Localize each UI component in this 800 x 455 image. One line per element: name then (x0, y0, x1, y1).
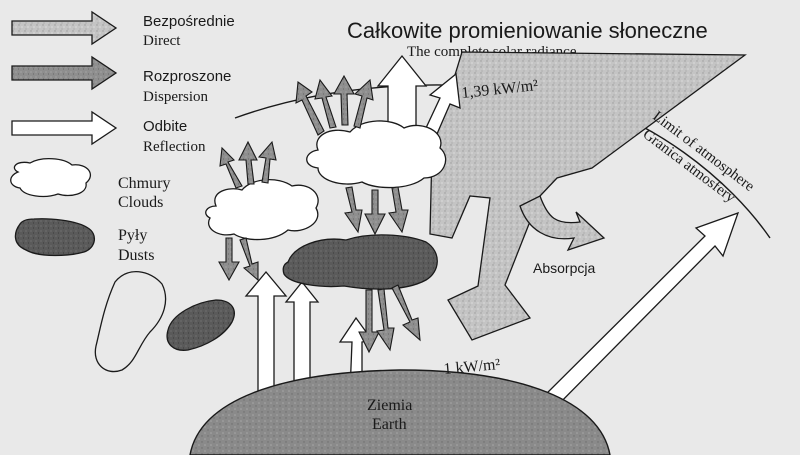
dispersion-arrow-down-2 (240, 238, 258, 280)
legend-dusts-pl: Pyły (118, 227, 147, 244)
legend: Bezpośrednie Direct Rozproszone Dispersi… (11, 12, 235, 264)
surface-flux-label: 1 kW/m² (443, 356, 501, 378)
dispersion-arrow-up-4 (354, 80, 373, 128)
page-title: Całkowite promieniowanie słoneczne (347, 18, 708, 43)
legend-clouds-pl: Chmury (118, 175, 170, 192)
cloud-icon (11, 159, 91, 197)
dispersion-arrow-up-7 (259, 142, 276, 183)
legend-dispersion-en: Dispersion (143, 89, 208, 105)
dispersion-arrow-down-1 (219, 238, 239, 280)
legend-dispersion-pl: Rozproszone (143, 68, 231, 85)
dispersion-arrow-down-5 (389, 187, 408, 232)
legend-clouds-en: Clouds (118, 194, 163, 211)
absorption-arrow (520, 196, 604, 250)
dispersion-arrow-down-7 (377, 289, 394, 350)
dispersion-arrow-up-5 (220, 148, 242, 188)
dispersion-arrow-down-8 (392, 285, 420, 340)
reflection-to-space-arrow (535, 213, 738, 415)
legend-clouds: Chmury Clouds (11, 159, 171, 211)
earth-pl-label: Ziemia (367, 397, 412, 414)
direct-arrow-icon (12, 12, 116, 44)
cloud-outline-lower-left (95, 272, 165, 372)
legend-reflection-en: Reflection (143, 139, 206, 155)
dispersion-arrow-icon (12, 57, 116, 89)
reflection-arrow-icon (12, 112, 116, 144)
cloud-left (206, 180, 318, 240)
dust-small (167, 300, 234, 350)
dispersion-arrow-down-4 (365, 190, 385, 234)
dust-icon (15, 219, 94, 256)
legend-direct: Bezpośrednie Direct (12, 12, 235, 49)
dispersion-arrow-up-3 (334, 76, 354, 125)
legend-direct-en: Direct (143, 33, 181, 49)
absorption-label: Absorpcja (533, 260, 595, 276)
legend-direct-pl: Bezpośrednie (143, 13, 235, 30)
cloud-upper (307, 121, 446, 188)
dispersion-arrow-down-3 (345, 187, 362, 232)
earth-en-label: Earth (372, 416, 407, 433)
legend-reflection: Odbite Reflection (12, 112, 206, 155)
legend-dusts-en: Dusts (118, 247, 154, 264)
legend-dusts: Pyły Dusts (15, 219, 154, 264)
legend-reflection-pl: Odbite (143, 118, 187, 135)
dispersion-arrow-up-6 (239, 142, 257, 184)
reflection-from-earth-1 (246, 272, 286, 400)
legend-dispersion: Rozproszone Dispersion (12, 57, 231, 105)
dust-large (283, 235, 437, 289)
